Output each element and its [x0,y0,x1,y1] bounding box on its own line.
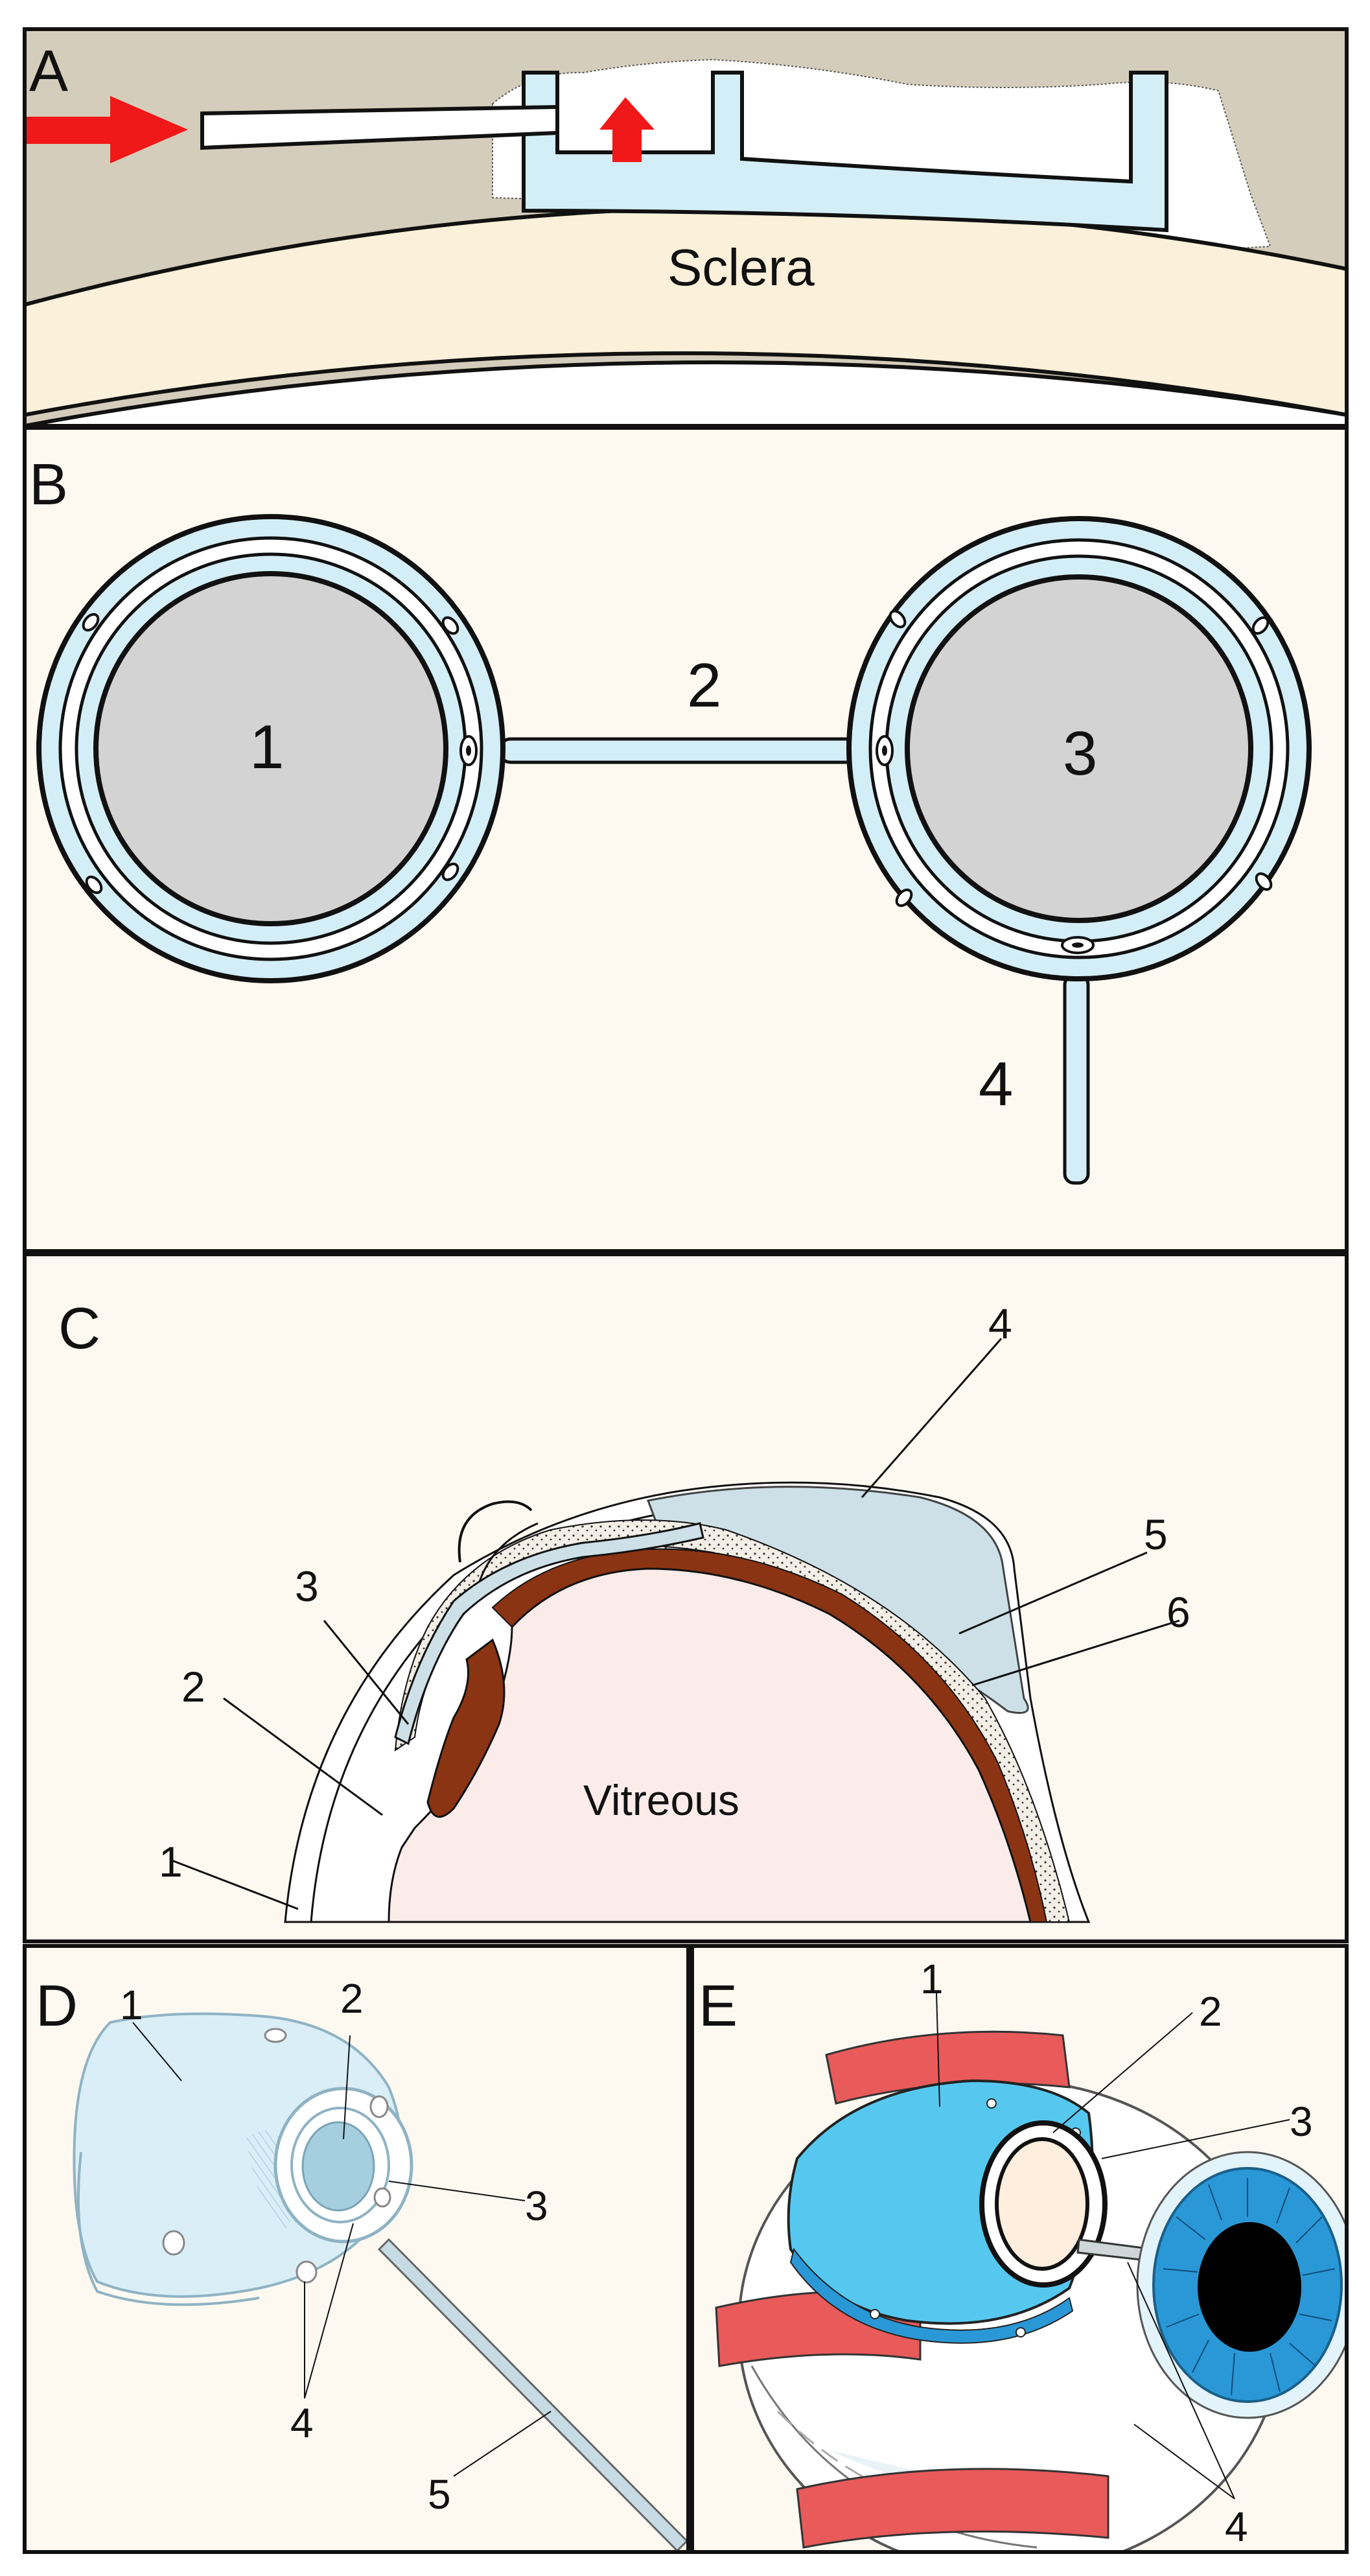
implant-ring-lumen [995,2137,1089,2271]
label-e-3: 3 [1290,2098,1313,2145]
label-reservoir-3: 3 [1063,719,1097,788]
sclera-band [25,205,1347,417]
inflow-arrow [25,96,188,163]
label-c-2: 2 [181,1663,205,1711]
leader-c-6 [971,1619,1180,1687]
conjunctiva-curl [458,1500,533,1563]
leader-c-2 [223,1697,383,1816]
hole [296,2260,318,2284]
vitreous-label: Vitreous [583,1776,739,1824]
panel-d-letter: D [36,1974,78,2039]
panel-c: C Vitreous 1 2 3 4 5 6 [25,1254,1347,1941]
panel-e-letter: E [699,1974,737,2039]
panel-a: A Sclera [25,29,1347,426]
retinal-flap [426,1638,505,1818]
label-c-6: 6 [1167,1588,1190,1636]
label-d-3: 3 [525,2183,548,2229]
label-c-3: 3 [295,1562,319,1610]
leader-d-1 [132,2022,182,2081]
iris-fibers [1163,2178,1336,2396]
leader-c-5 [958,1551,1148,1635]
label-c-4: 4 [988,1300,1012,1348]
tube-2 [497,737,861,764]
tube-3 [394,1522,704,1746]
inlet-tube [200,104,559,150]
leader-e-4a [1127,2262,1235,2500]
panel-a-letter: A [29,39,68,104]
label-e-4: 4 [1225,2503,1248,2550]
panel-e-border [690,1944,1349,2554]
label-e-2: 2 [1199,1988,1222,2035]
panel-b-border [23,426,1349,1253]
hole [369,2095,389,2118]
leader-c-4 [861,1338,1003,1498]
tube-4 [1063,974,1090,1185]
leader-d-2 [343,2035,351,2140]
implant-hole [986,2098,997,2109]
muscle-bottom [796,2468,1109,2549]
label-d-1: 1 [120,1982,143,2028]
label-tube-4: 4 [979,1049,1013,1119]
conjunctiva-edge [478,1522,539,1582]
leader-c-3 [323,1620,410,1725]
label-tube-2: 2 [687,651,721,720]
plate-edge [76,2151,260,2306]
panel-c-letter: C [58,1296,100,1361]
sclera-label: Sclera [668,239,815,296]
panel-d-border [23,1944,690,2554]
upward-arrow [599,97,655,162]
panel-d: D 1 2 3 4 5 [25,1946,688,2552]
pupil [1198,2222,1301,2352]
muscle-top [825,2030,1071,2105]
ring-lumen [301,2121,375,2212]
hole [162,2230,185,2256]
inner-eye [25,360,1347,426]
implant-hole [1016,2327,1026,2337]
leader-d-3 [388,2181,526,2201]
label-e-1: 1 [920,1956,944,2002]
panel-c-border [23,1252,1349,1943]
label-c-1: 1 [159,1838,183,1886]
leader-d-4b [304,2223,354,2399]
leader-e-3 [1101,2119,1290,2159]
panel-e: E 1 2 3 4 [692,1946,1347,2552]
leader-e-2 [1052,2012,1193,2133]
label-d-4: 4 [290,2400,314,2446]
panel-b: B 1 2 3 4 [25,428,1347,1251]
hole [264,2028,287,2043]
label-d-5: 5 [428,2471,451,2518]
label-c-5: 5 [1144,1510,1168,1558]
leader-e-4b [1133,2424,1235,2500]
reservoir-3 [846,516,1312,981]
reservoir-1 [36,514,505,983]
leader-d-5 [453,2411,551,2477]
leader-c-1 [171,1859,299,1910]
hole [373,2187,391,2208]
panel-b-letter: B [29,452,68,517]
label-reservoir-1: 1 [250,712,284,782]
device-chamber [522,71,1168,233]
label-d-2: 2 [340,1975,364,2022]
implant-hole [870,2309,880,2319]
leader-e-1 [936,1993,940,2107]
